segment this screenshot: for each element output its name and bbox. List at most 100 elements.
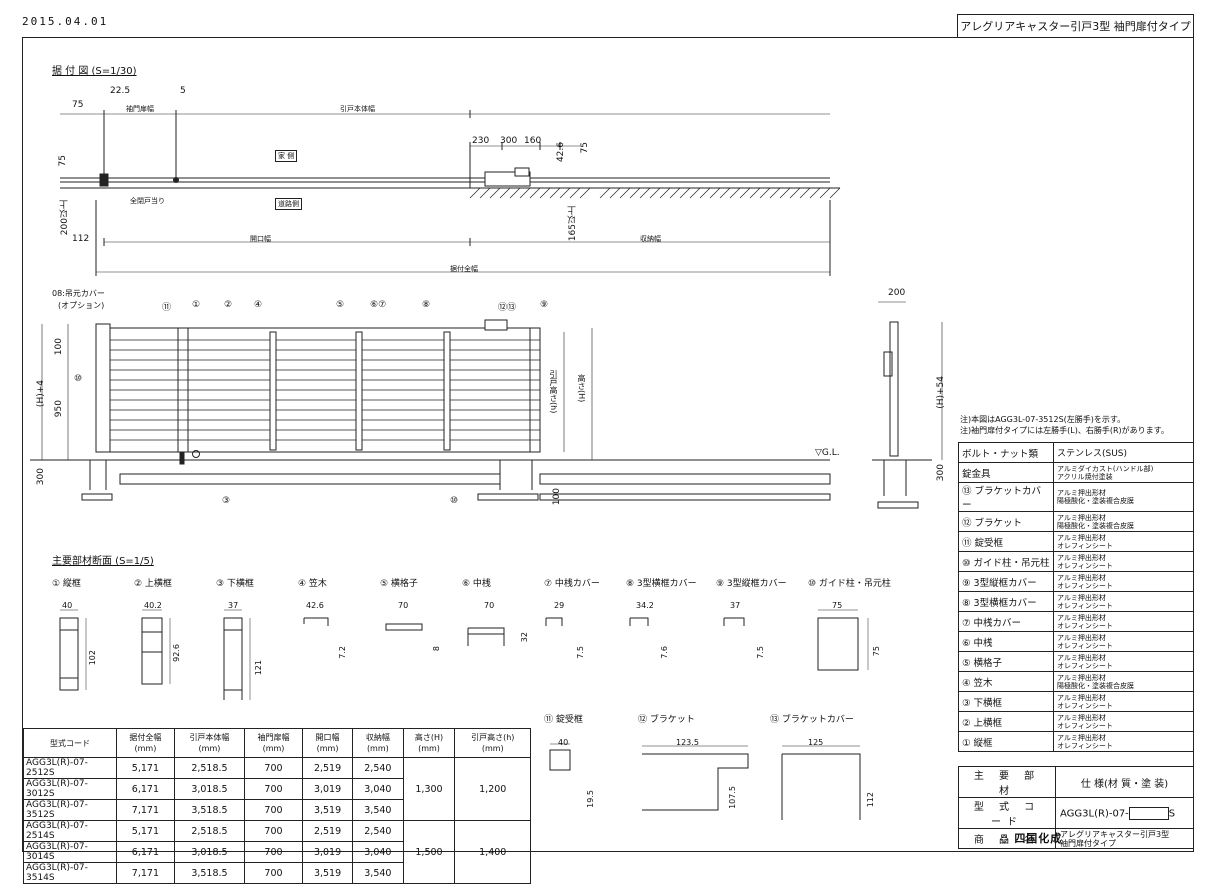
- table-row: ④ 笠木アルミ押出形材 陽極酸化・塗装複合皮膜: [958, 671, 1194, 692]
- label-opening-width: 開口幅: [250, 235, 271, 243]
- section-10-w: 75: [832, 601, 843, 610]
- table-row: ① 縦框アルミ押出形材 オレフィンシート: [958, 731, 1194, 752]
- gl-label: ▽G.L.: [815, 448, 840, 458]
- dim-75c: 75: [580, 142, 590, 154]
- section-1-h: 102: [88, 650, 97, 666]
- callout-6-7: ⑥⑦: [370, 300, 387, 310]
- side-view: [872, 301, 943, 509]
- dim-300: 300: [500, 136, 518, 146]
- section-profiles: [59, 609, 869, 700]
- dim-5: 5: [180, 86, 186, 96]
- section-2-h: 92.6: [172, 644, 181, 662]
- dim-112: 112: [72, 234, 90, 244]
- dim-22-5: 22.5: [110, 86, 131, 96]
- section-9-w: 37: [730, 601, 741, 610]
- group-2-height: 1,500: [402, 820, 456, 884]
- label-total-width: 据付全幅: [450, 265, 478, 273]
- section-5-h: 8: [432, 646, 441, 652]
- callout-1: ①: [192, 300, 201, 310]
- section-1-label: ① 縦框: [52, 579, 81, 589]
- section-8-h: 7.6: [660, 646, 669, 659]
- cover-label: 08:吊元カバー: [52, 289, 105, 298]
- summary-table: 主 要 部 材 仕 様(材 質・塗 装) 型 式 コ ード AGG3L(R)-0…: [958, 766, 1194, 849]
- table-row: ② 上横框アルミ押出形材 オレフィンシート: [958, 711, 1194, 732]
- section-12-w: 123.5: [676, 738, 699, 747]
- col-sleeve: 袖門扉幅 (mm): [244, 728, 303, 758]
- drawing-date: 2015.04.01: [22, 15, 109, 28]
- section-3-h: 121: [254, 660, 263, 676]
- callout-10a: ⑩: [74, 374, 83, 384]
- table-row: ⑫ ブラケットアルミ押出形材 陽極酸化・塗装複合皮膜: [958, 511, 1194, 532]
- note-1: 注)本図はAGG3L-07-3512S(左勝手)を示す。: [960, 415, 1126, 424]
- section-5-w: 70: [398, 601, 409, 610]
- table-row: ⑥ 中桟アルミ押出形材 オレフィンシート: [958, 631, 1194, 652]
- logo-text: 四国化成: [1014, 832, 1063, 845]
- table-row: ③ 下横框アルミ押出形材 オレフィンシート: [958, 691, 1194, 712]
- section-10-label: ⑩ ガイド柱・吊元柱: [808, 579, 891, 589]
- logo-diamond-icon: ◇: [1000, 832, 1010, 845]
- col-height: 高さ(H) (mm): [402, 728, 456, 758]
- sections-title: 主要部材断面 (S=1/5): [52, 556, 154, 567]
- callout-3: ③: [222, 496, 231, 506]
- company-logo: ◇ 四国化成: [1000, 830, 1062, 846]
- section-7-h: 7.5: [576, 646, 585, 659]
- table-row: ⑨ 3型縦框カバーアルミ押出形材 オレフィンシート: [958, 571, 1194, 592]
- dim-75a: 75: [72, 100, 84, 110]
- section-13-label: ⑬ ブラケットカバー: [770, 715, 854, 725]
- label-body-width: 引戸本体幅: [340, 105, 375, 113]
- model-table: 型式コード 据付全幅 (mm) 引戸本体幅 (mm) 袖門扉幅 (mm) 開口幅…: [23, 728, 531, 884]
- dim-height-h: 高さ(H): [577, 374, 586, 403]
- table-row: ⑦ 中桟カバーアルミ押出形材 オレフィンシート: [958, 611, 1194, 632]
- model-code-suffix: S: [1168, 808, 1176, 819]
- horizontal-slats: [110, 339, 540, 441]
- callout-11: ⑪: [162, 303, 172, 313]
- ground-hatch: [469, 187, 841, 199]
- group-2-door-height: 1,400: [454, 820, 531, 884]
- section-4-label: ④ 笠木: [298, 579, 327, 589]
- table-row: ⑧ 3型横框カバーアルミ押出形材 オレフィンシート: [958, 591, 1194, 612]
- section-11-w: 40: [558, 738, 569, 747]
- dim-75b: 75: [58, 155, 68, 167]
- dim-230: 230: [472, 136, 490, 146]
- section-7-label: ⑦ 中桟カバー: [544, 579, 600, 589]
- section-12-label: ⑫ ブラケット: [638, 715, 695, 725]
- note-2: 注)袖門扉付タイプには左勝手(L)、右勝手(R)があります。: [960, 426, 1169, 435]
- dim-100b: 100: [552, 488, 562, 506]
- section-2-label: ② 上横框: [134, 579, 172, 589]
- section-11-h: 19.5: [586, 790, 595, 808]
- spec-table: ボルト・ナット類ステンレス(SUS) 錠金具アルミダイカスト(ハンドル部) アク…: [958, 442, 1194, 752]
- section-8-label: ⑧ 3型横框カバー: [626, 579, 697, 589]
- callout-9: ⑨: [540, 300, 549, 310]
- col-storage: 収納幅 (mm): [352, 728, 404, 758]
- model-code-box: [1128, 806, 1169, 820]
- section-profiles-2: [549, 743, 861, 820]
- section-12-h: 107.5: [728, 786, 737, 809]
- dim-200: 200以上: [60, 200, 70, 236]
- col-body: 引戸本体幅 (mm): [173, 728, 246, 758]
- section-4-h: 7.2: [338, 646, 347, 659]
- section-6-label: ⑥ 中桟: [462, 579, 491, 589]
- side-dim-300: 300: [936, 464, 946, 482]
- section-3-w: 37: [228, 601, 239, 610]
- callout-4: ④: [254, 300, 263, 310]
- section-9-h: 7.5: [756, 646, 765, 659]
- label-house-side: 家 側: [275, 150, 298, 162]
- side-dim-h54: (H)+54: [936, 376, 946, 409]
- label-storage-width: 収納幅: [640, 235, 661, 243]
- table-row: 商 品 名 アレグリアキャスター引戸3型 袖門扉付タイプ: [958, 828, 1194, 849]
- table-row: 型 式 コ ード AGG3L(R)-07-S: [958, 797, 1194, 829]
- notes: 注)本図はAGG3L-07-3512S(左勝手)を示す。 注)袖門扉付タイプには…: [960, 414, 1169, 436]
- cover-sub: (オプション): [58, 301, 105, 310]
- section-7-w: 29: [554, 601, 565, 610]
- group-1-height: 1,300: [402, 757, 456, 821]
- label-road-side: 道路側: [275, 198, 302, 210]
- label-full-stop: 全閉戸当り: [130, 197, 165, 205]
- dim-door-h: 引戸高さ(h): [549, 370, 558, 414]
- section-1-w: 40: [62, 601, 73, 610]
- dim-100: 100: [54, 338, 64, 356]
- callout-10b: ⑩: [450, 496, 459, 506]
- label-sleeve-width: 袖門扉幅: [126, 105, 154, 113]
- section-3-label: ③ 下横框: [216, 579, 254, 589]
- col-opening: 開口幅 (mm): [301, 728, 354, 758]
